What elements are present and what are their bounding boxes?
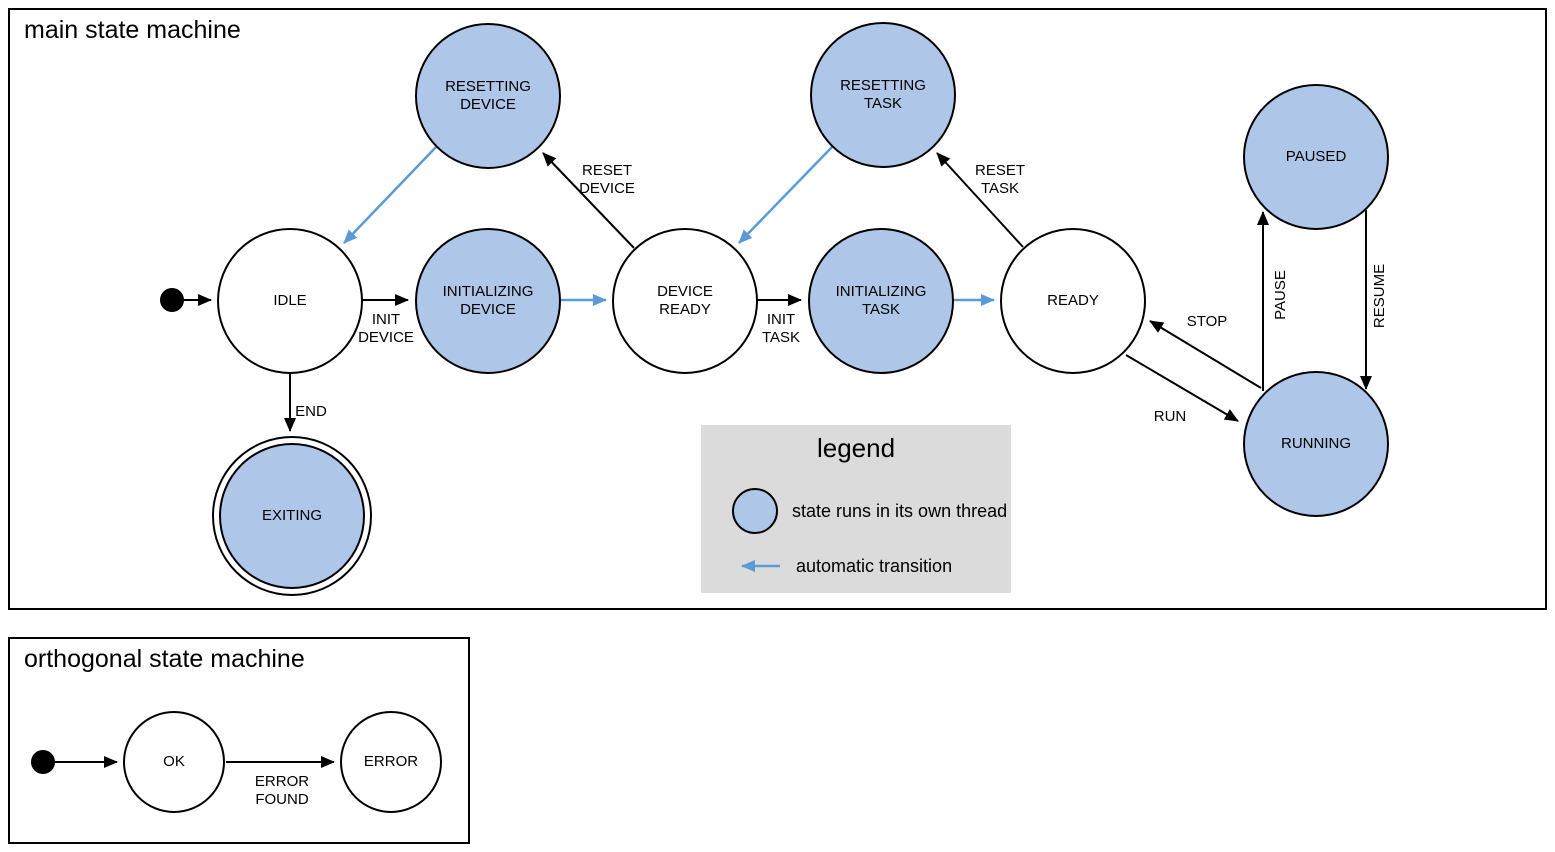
legend-item-label: automatic transition (796, 555, 953, 576)
threaded-state-circle-swatch (732, 488, 778, 534)
label-stop: STOP (1186, 313, 1228, 330)
label-init-device: INIT DEVICE (358, 311, 414, 346)
label-error-found: ERROR FOUND (254, 773, 310, 808)
legend-title: legend (816, 433, 896, 463)
state-initializing-task: INITIALIZING TASK (808, 228, 954, 374)
state-exiting-final: EXITING (219, 443, 365, 589)
legend-box: legend state runs in its own thread auto… (701, 425, 1011, 593)
state-resetting-device: RESETTING DEVICE (415, 23, 561, 169)
label-init-task: INIT TASK (761, 311, 801, 346)
state-resetting-task: RESETTING TASK (810, 22, 956, 168)
state-ready: READY (1000, 228, 1146, 374)
state-initializing-device: INITIALIZING DEVICE (415, 228, 561, 374)
label-pause: PAUSE (1272, 270, 1289, 320)
state-idle: IDLE (217, 228, 363, 374)
state-device-ready: DEVICE READY (612, 228, 758, 374)
label-reset-device: RESET DEVICE (579, 162, 635, 197)
label-end: END (295, 403, 327, 420)
label-resume: RESUME (1371, 263, 1388, 329)
label-run: RUN (1153, 408, 1187, 425)
automatic-transition-arrow-swatch (741, 560, 780, 572)
orthogonal-panel-title: orthogonal state machine (24, 645, 305, 673)
legend-item-threaded-state: state runs in its own thread (732, 488, 1007, 534)
main-panel-title: main state machine (24, 16, 241, 44)
state-ok: OK (123, 711, 225, 813)
legend-item-label: state runs in its own thread (792, 500, 1008, 521)
state-error: ERROR (340, 711, 442, 813)
label-reset-task: RESET TASK (974, 162, 1026, 197)
state-running: RUNNING (1243, 371, 1389, 517)
legend-item-automatic-transition: automatic transition (732, 554, 952, 578)
state-paused: PAUSED (1243, 84, 1389, 230)
